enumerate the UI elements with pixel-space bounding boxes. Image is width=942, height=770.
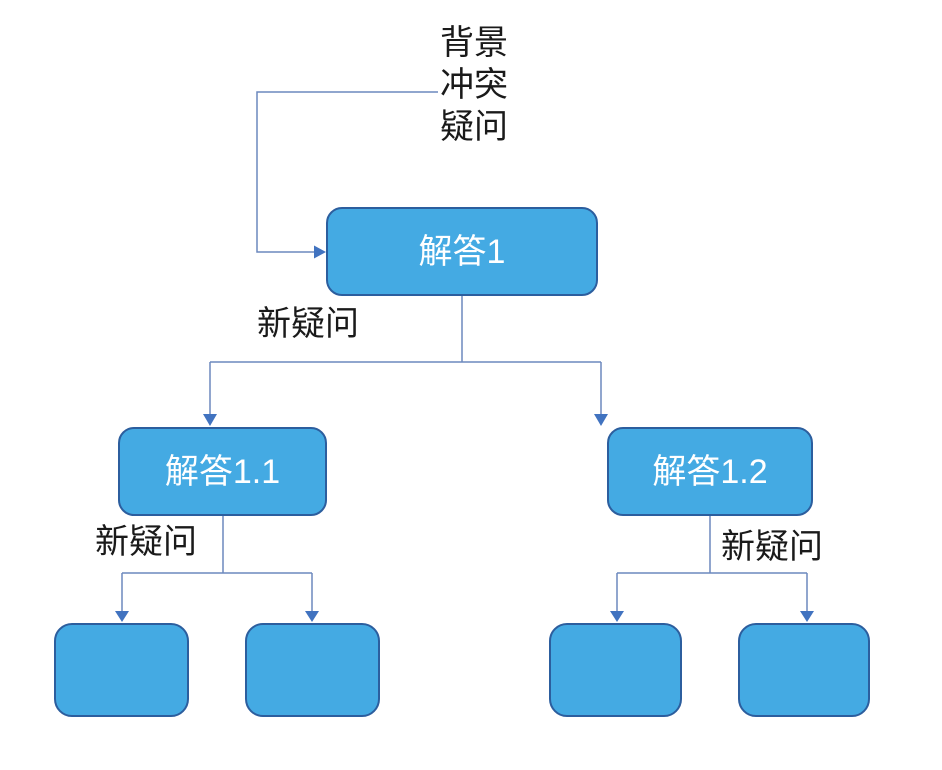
- arrowhead-into-answer1-icon: [314, 245, 326, 259]
- node-answer1-2-label: 解答1.2: [652, 452, 768, 491]
- node-leaf-1: [54, 623, 189, 717]
- arrowhead-into-answer1-2-icon: [594, 414, 608, 426]
- source-note-line: 背景: [440, 24, 508, 62]
- edge-label-new-question-right: 新疑问: [721, 528, 823, 566]
- node-answer1-1: 解答1.1: [118, 427, 327, 516]
- arrowhead-into-answer1-1-icon: [203, 414, 217, 426]
- arrowhead-into-leaf-3-icon: [610, 611, 624, 622]
- source-note-line: 疑问: [440, 108, 508, 146]
- arrowhead-into-leaf-1-icon: [115, 611, 129, 622]
- edge-label-new-question-left: 新疑问: [95, 523, 197, 561]
- node-leaf-3: [549, 623, 682, 717]
- node-leaf-2: [245, 623, 380, 717]
- node-answer1-2: 解答1.2: [607, 427, 813, 516]
- source-note-line: 冲突: [440, 66, 508, 104]
- node-answer1-1-label: 解答1.1: [164, 452, 281, 491]
- node-answer1-label: 解答1: [418, 232, 506, 271]
- connector-source-to-answer1: [256, 91, 438, 253]
- edge-label-new-question-root: 新疑问: [257, 305, 359, 343]
- node-leaf-4: [738, 623, 870, 717]
- arrowhead-into-leaf-2-icon: [305, 611, 319, 622]
- source-note: 背景 冲突 疑问: [440, 22, 508, 148]
- node-answer1: 解答1: [326, 207, 598, 296]
- arrowhead-into-leaf-4-icon: [800, 611, 814, 622]
